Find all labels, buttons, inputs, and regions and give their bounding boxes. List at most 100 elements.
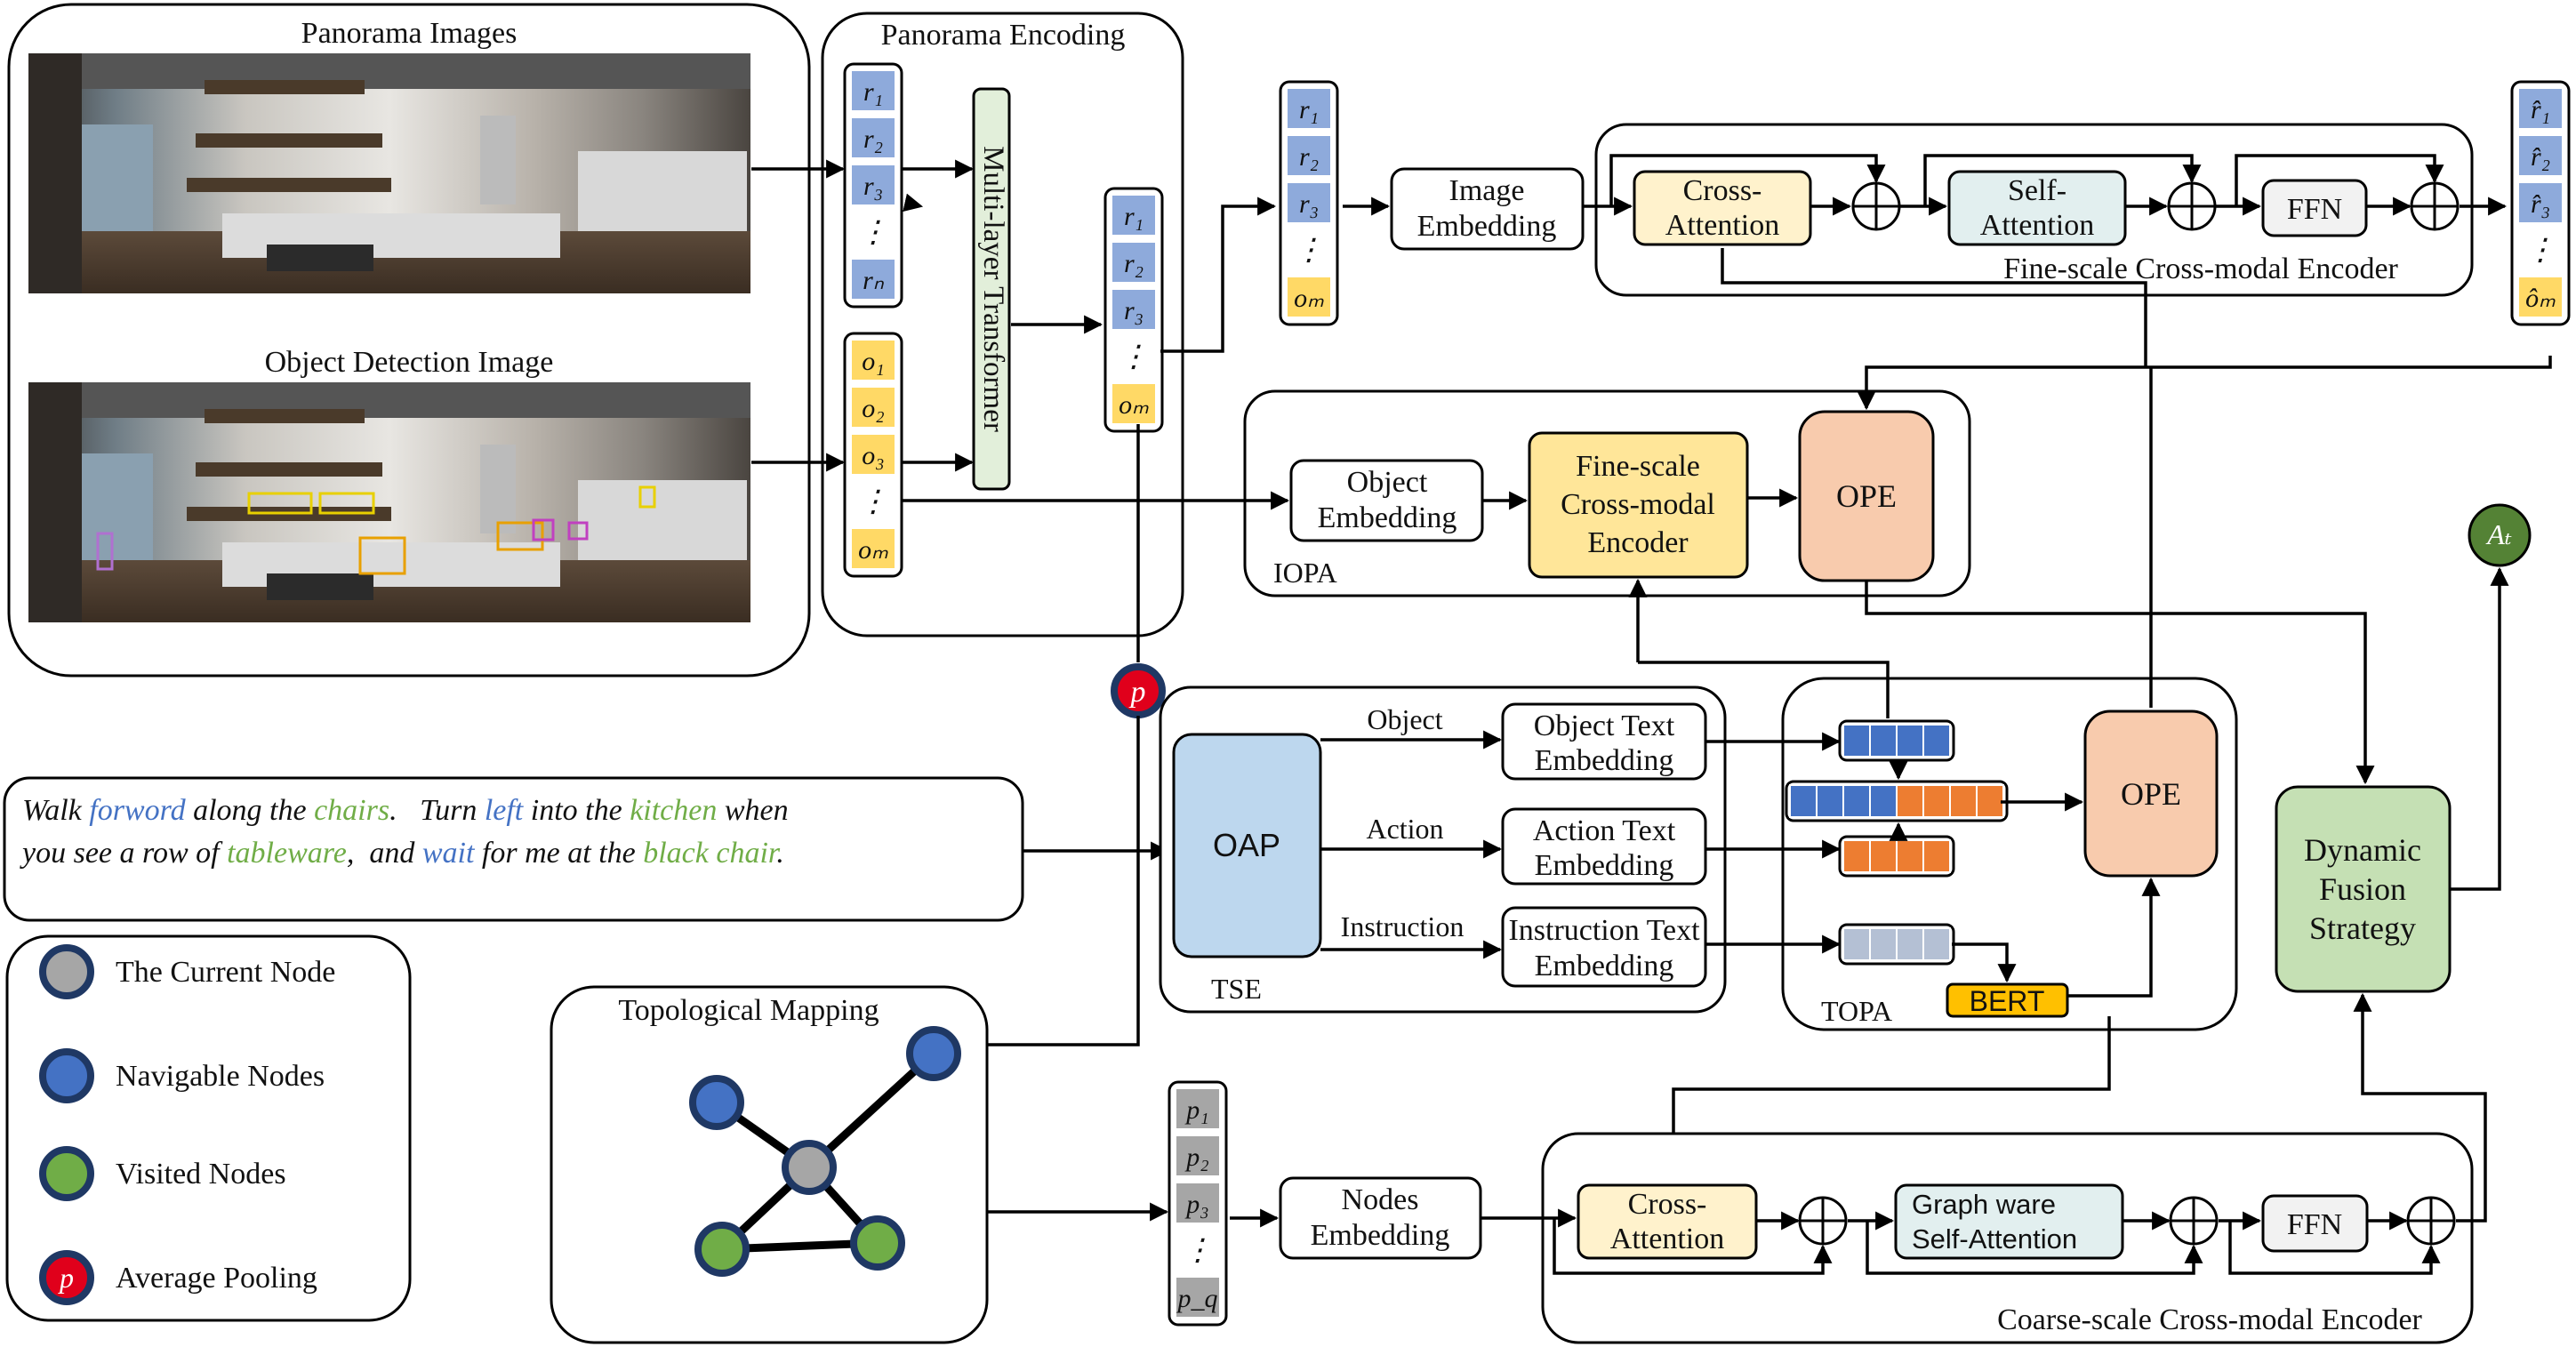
panorama-image	[28, 53, 750, 293]
o-token-label: oₘ	[858, 535, 888, 565]
coarse-ffn-block	[2261, 1194, 2369, 1253]
detection-box	[247, 492, 313, 515]
visited-node	[694, 1222, 750, 1277]
legend-item: Visited Nodes	[39, 1146, 286, 1201]
mixed-token-label: oₘ	[1119, 390, 1149, 420]
bert-label: BERT	[1970, 985, 2045, 1017]
r-token-label: ⋮	[858, 216, 888, 249]
encoded-token-cell	[1288, 136, 1330, 175]
fine-cross-attention-line-1: Cross-	[1683, 174, 1762, 207]
combined-text-bar	[1785, 780, 2009, 822]
oap-block	[1172, 733, 1322, 958]
tse-panel: OAP TSE Object Action Instruction Object…	[1159, 686, 1727, 1014]
transformer-block	[972, 87, 1011, 491]
legend-item: The Current Node	[39, 944, 335, 999]
o-token-label: ⋮	[858, 485, 888, 518]
p-token-cell	[1176, 1183, 1219, 1223]
instruction-line-1: Walk forword along the chairs. Turn left…	[22, 794, 789, 827]
instruction-line-2: you see a row of tableware, and wait for…	[20, 837, 784, 870]
fine-output-token-cell	[2519, 183, 2562, 222]
fine-self-attention-line-2: Attention	[1980, 209, 2094, 242]
p-token-label: p₁	[1184, 1095, 1208, 1125]
r-token-label: r₁	[863, 77, 883, 107]
coarse-scale-encoder-panel: Cross- Attention Graph ware Self-Attenti…	[1481, 1132, 2474, 1344]
fine-scale-title: Fine-scale Cross-modal Encoder	[2003, 253, 2398, 285]
legend-label: Average Pooling	[116, 1262, 317, 1295]
topological-mapping-panel: Topological Mapping	[550, 985, 989, 1344]
legend-label: The Current Node	[116, 956, 335, 989]
fine-scale-encoder-panel: Cross- Attention Self- Attention FFN Fin…	[1583, 123, 2508, 297]
topa-text-bars	[1785, 719, 2009, 966]
r-token-label: r₂	[863, 124, 883, 154]
pooling-symbol: p	[1129, 676, 1146, 709]
o-token-cell	[852, 529, 895, 568]
graph-attention-line-1: Graph ware	[1912, 1189, 2056, 1220]
o-token-label: o₁	[862, 347, 884, 376]
o-token-cell	[852, 388, 895, 427]
mixed-token-cell	[1112, 243, 1155, 282]
branch-label-object: Object	[1367, 703, 1442, 735]
r-token-cell	[852, 260, 895, 299]
encoded-token-cell	[1288, 89, 1330, 128]
detection-box	[96, 532, 114, 571]
detection-box	[532, 518, 555, 541]
r-token-cell	[852, 71, 895, 110]
branch-label-action: Action	[1366, 813, 1443, 845]
object-detection-image	[28, 382, 750, 622]
coarse-scale-title: Coarse-scale Cross-modal Encoder	[1997, 1303, 2422, 1336]
fine-output-token-cell	[2519, 89, 2562, 128]
fine-cross-attention-line-2: Attention	[1665, 209, 1779, 242]
image-embedding-line-2: Embedding	[1417, 210, 1557, 243]
panorama-images-title: Panorama Images	[301, 17, 518, 50]
image-embedding-line-1: Image	[1449, 174, 1525, 207]
o-token-label: o₃	[862, 441, 884, 470]
legend-marker	[39, 944, 94, 999]
object-text-bar	[1838, 719, 1955, 762]
current-node	[782, 1140, 837, 1195]
encoded-token-label: r₂	[1299, 142, 1319, 172]
object-embedding-line-1: Object	[1347, 466, 1428, 499]
instruction-panel: Walk forword along the chairs. Turn left…	[3, 776, 1024, 922]
add-op-icon	[2167, 181, 2217, 231]
fine-self-attention-line-1: Self-	[2008, 174, 2066, 207]
r-token-cell	[852, 118, 895, 157]
detection-box	[638, 485, 656, 509]
fine-output-token-label: ôₘ	[2525, 284, 2556, 313]
p-token-label: ⋮	[1183, 1234, 1213, 1267]
fine-output-token-cell	[2519, 277, 2562, 317]
object-detection-title: Object Detection Image	[265, 346, 554, 379]
graph-attention-line-2: Self-Attention	[1912, 1223, 2077, 1255]
legend-label: Navigable Nodes	[116, 1060, 325, 1093]
dynamic-fusion-block: Dynamic Fusion Strategy	[2275, 785, 2452, 993]
add-op-icon	[2169, 1196, 2219, 1246]
coarse-cross-attention-line-1: Cross-	[1628, 1188, 1707, 1221]
topa-label: TOPA	[1821, 995, 1892, 1027]
action-text-embedding-block	[1501, 807, 1707, 886]
add-op-icon	[1798, 1196, 1848, 1246]
fine-output-token-label: r̂₃	[2531, 189, 2550, 219]
object-text-line-2: Embedding	[1535, 744, 1674, 777]
topa-panel: OPE BERT TOPA	[1638, 367, 2238, 1031]
object-embedding-line-2: Embedding	[1318, 501, 1457, 534]
p-token-label: p_q	[1176, 1284, 1218, 1313]
legend-label: Visited Nodes	[116, 1158, 286, 1191]
add-op-icon	[2406, 1196, 2456, 1246]
object-text-line-1: Object Text	[1534, 710, 1675, 742]
p-token-label: p₂	[1184, 1143, 1208, 1172]
detection-box	[318, 492, 375, 515]
fine-ffn-block	[2261, 179, 2368, 237]
legend-marker	[39, 1250, 94, 1305]
mixed-token-cell	[1112, 196, 1155, 235]
encoded-token-label: r₃	[1299, 189, 1319, 219]
oap-label: OAP	[1213, 827, 1280, 863]
fine-ffn-label: FFN	[2287, 193, 2342, 226]
transformer-label: Multi-layer Transformer	[977, 146, 1009, 432]
iopa-ope-label: OPE	[1836, 478, 1897, 514]
fine-add-ops	[1851, 181, 2460, 231]
